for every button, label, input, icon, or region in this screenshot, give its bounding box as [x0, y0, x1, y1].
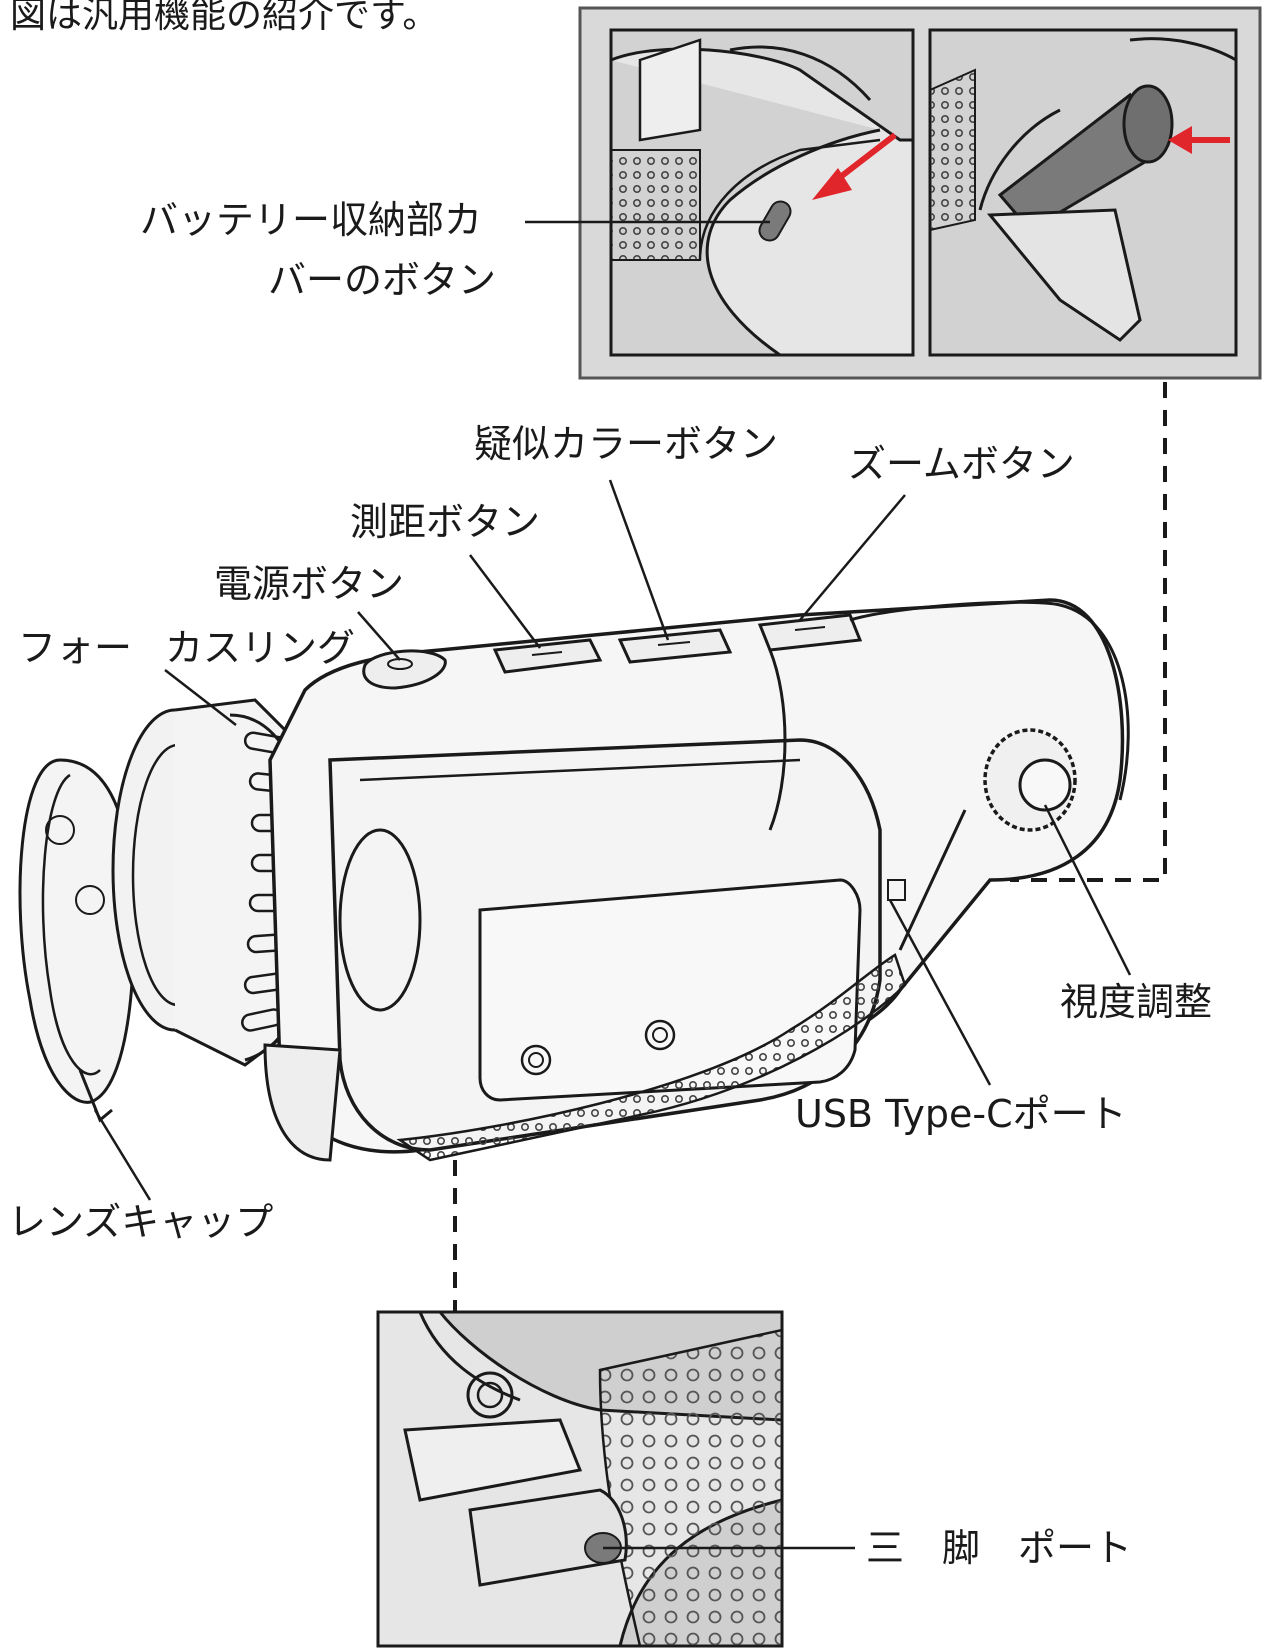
focus-ring-label-part2: カスリング — [165, 626, 356, 670]
top-buttons-drawing — [362, 613, 863, 690]
focus-ring-label-part1: フォー — [18, 626, 133, 670]
header-note: 図は汎用機能の紹介です。 — [10, 0, 439, 36]
battery-compartment-inset — [928, 28, 1238, 357]
diopter-adjustment-label: 視度調整 — [1060, 980, 1213, 1024]
battery-detail-panel — [578, 6, 1262, 380]
leader-lines — [93, 479, 1132, 1201]
power-button-label: 電源ボタン — [214, 562, 405, 606]
tripod-inset — [376, 1310, 855, 1648]
diopter-knob-drawing — [898, 728, 1077, 951]
battery-button-label-line1: バッテリー収納部カ — [140, 198, 483, 242]
ranging-button-label: 測距ボタン — [350, 500, 541, 544]
battery-button-label-line2: バーのボタン — [268, 258, 497, 302]
usb-port-label: USB Type-Cポート — [795, 1092, 1127, 1136]
zoom-button-label: ズームボタン — [848, 442, 1075, 486]
pseudo-color-button-label: 疑似カラーボタン — [474, 422, 779, 466]
monocular-body — [18, 598, 1130, 1162]
lens-cap-label: レンズキャップ — [8, 1200, 274, 1244]
battery-button-inset — [609, 28, 915, 357]
tripod-port-label: 三 脚 ポート — [866, 1526, 1133, 1570]
